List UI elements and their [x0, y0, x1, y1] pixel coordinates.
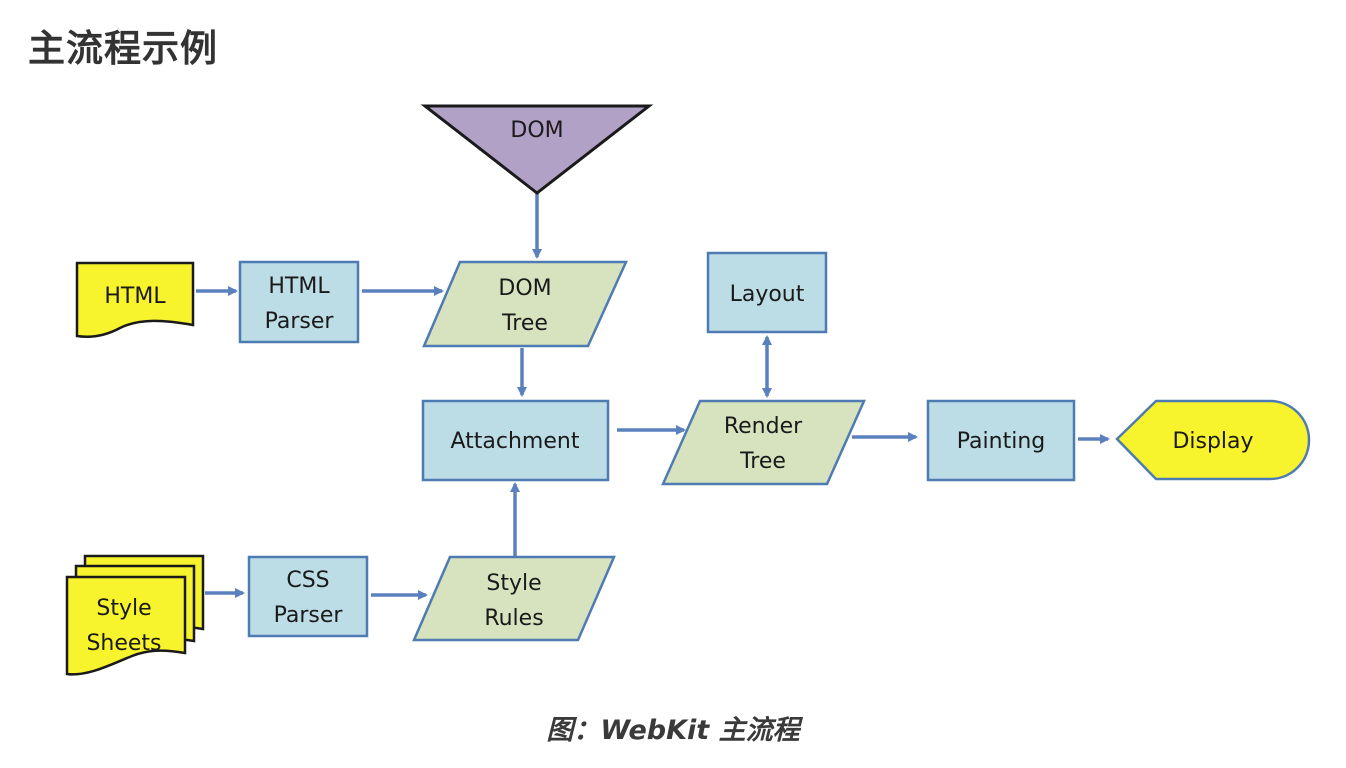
node-painting: Painting [926, 399, 1076, 482]
node-dom-tree-line-1: DOM [498, 276, 551, 301]
node-css-parser-line-2: Parser [274, 603, 344, 628]
node-style-rules: Style Rules [412, 555, 616, 642]
node-css-parser-line-1: CSS [286, 568, 329, 593]
node-render-tree-line-1: Render [724, 414, 803, 439]
node-dom: DOM [420, 104, 654, 195]
node-dom-label: DOM [510, 118, 563, 143]
node-layout: Layout [706, 251, 828, 334]
node-render-tree: Render Tree [661, 399, 866, 486]
node-painting-label: Painting [957, 429, 1045, 454]
figure-caption: 图：WebKit 主流程 [546, 715, 800, 746]
node-style-sheets-line-2: Sheets [86, 631, 161, 656]
node-html: HTML [75, 261, 195, 338]
page-title: 主流程示例 [28, 27, 218, 70]
node-attachment-label: Attachment [451, 429, 580, 454]
node-html-parser: HTML Parser [238, 260, 360, 344]
node-style-rules-line-2: Rules [484, 606, 543, 631]
edges-group [196, 193, 1110, 600]
node-style-rules-line-1: Style [486, 571, 541, 596]
node-layout-label: Layout [730, 282, 805, 307]
node-render-tree-line-2: Tree [739, 449, 786, 474]
node-attachment: Attachment [421, 399, 610, 482]
node-dom-tree-line-2: Tree [501, 311, 548, 336]
node-style-sheets-line-1: Style [96, 596, 151, 621]
node-dom-tree: DOM Tree [422, 260, 628, 348]
node-html-parser-line-2: Parser [265, 309, 335, 334]
node-css-parser: CSS Parser [247, 555, 369, 638]
node-html-label: HTML [104, 284, 166, 309]
node-style-sheets: Style Sheets [65, 554, 205, 676]
node-html-parser-line-1: HTML [268, 274, 330, 299]
node-display: Display [1115, 399, 1311, 481]
node-display-label: Display [1172, 429, 1253, 454]
